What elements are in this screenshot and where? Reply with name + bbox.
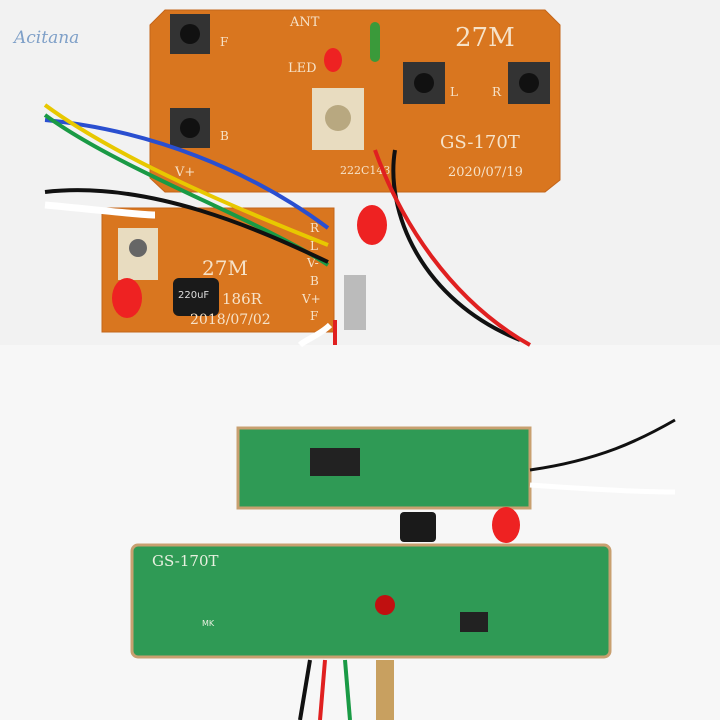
pin-label: L (310, 239, 318, 253)
vplus-label: V+ (174, 165, 195, 180)
pin-label: B (310, 274, 319, 288)
model-label: GS-170T (440, 132, 520, 153)
push-button (170, 108, 210, 148)
capacitor-label: 220uF (178, 290, 209, 301)
slide-switch (344, 275, 366, 330)
date-label: 2020/07/19 (448, 165, 523, 180)
led (357, 205, 387, 245)
led (492, 507, 520, 543)
mounting-hole (375, 595, 395, 615)
board-label: GS-170T (152, 552, 219, 570)
chip (310, 448, 360, 476)
l-label: L (450, 85, 458, 99)
push-button (170, 14, 210, 54)
receiver-date-label: 2018/07/02 (190, 312, 271, 328)
receiver-frequency-label: 27M (202, 256, 248, 280)
wire (529, 418, 676, 472)
capacitor (400, 512, 436, 542)
watermark: Acitana (14, 28, 80, 48)
green-board-lower (130, 543, 612, 659)
pin-label: F (310, 309, 318, 323)
led (112, 278, 142, 318)
push-button (508, 62, 550, 104)
pin-label: V+ (301, 292, 321, 306)
led (324, 48, 342, 72)
wire (529, 482, 676, 495)
frequency-label: 27M (455, 23, 515, 53)
potentiometer-knob (325, 105, 351, 131)
mk-label: MK (202, 619, 215, 628)
r-label: R (492, 85, 502, 99)
b-label: B (220, 129, 229, 143)
pin-label: R (310, 221, 320, 235)
code-label: 222C143 (340, 164, 390, 177)
capacitor (173, 278, 219, 316)
f-label: F (220, 35, 228, 49)
wires (43, 103, 531, 348)
led-label: LED (288, 61, 317, 76)
ant-label: ANT (289, 15, 320, 30)
chip (460, 612, 488, 632)
receiver-model-label: 186R (222, 290, 263, 308)
push-button (403, 62, 445, 104)
pin-label: V- (306, 256, 319, 270)
antenna-post (376, 660, 394, 720)
wires (298, 659, 352, 720)
inductor (370, 22, 380, 62)
green-board-upper (236, 426, 532, 510)
potentiometer-knob (129, 239, 147, 257)
pin-labels: R L V- B V+ F (301, 221, 321, 323)
